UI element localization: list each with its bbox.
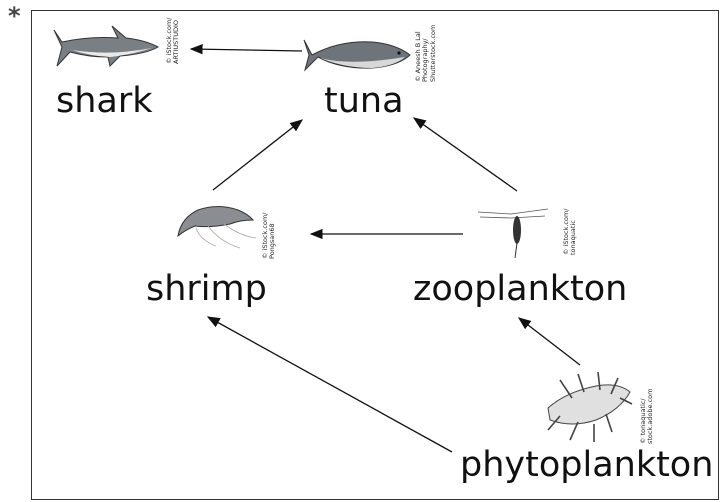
shark-icon: [54, 26, 158, 66]
phytoplankton-credit: © tonaquatic/stock.adobe.com: [640, 389, 655, 444]
arrow-phytoplankton-to-zooplankton: [519, 318, 580, 365]
zooplankton-credit: © iStock.com/tonaquatic: [563, 209, 578, 256]
arrow-zooplankton-to-tuna: [414, 118, 517, 191]
zooplankton-label: zooplankton: [413, 272, 627, 307]
shrimp-credit: © iStock.com/Pongsan68: [262, 213, 277, 260]
shark-label: shark: [56, 84, 153, 119]
phytoplankton-label: phytoplankton: [460, 448, 713, 483]
shark-credit: © iStock.com/ARTIUSTUDIO: [166, 18, 181, 65]
phytoplankton-icon: [548, 372, 632, 442]
shrimp-label: shrimp: [146, 272, 267, 307]
arrow-tuna-to-shark: [191, 49, 302, 51]
tuna-label: tuna: [324, 84, 404, 119]
shrimp-icon: [178, 207, 256, 249]
arrow-shrimp-to-tuna: [213, 120, 302, 190]
arrow-phytoplankton-to-shrimp: [208, 317, 452, 452]
zooplankton-icon: [478, 209, 548, 258]
tuna-icon: [304, 40, 410, 70]
